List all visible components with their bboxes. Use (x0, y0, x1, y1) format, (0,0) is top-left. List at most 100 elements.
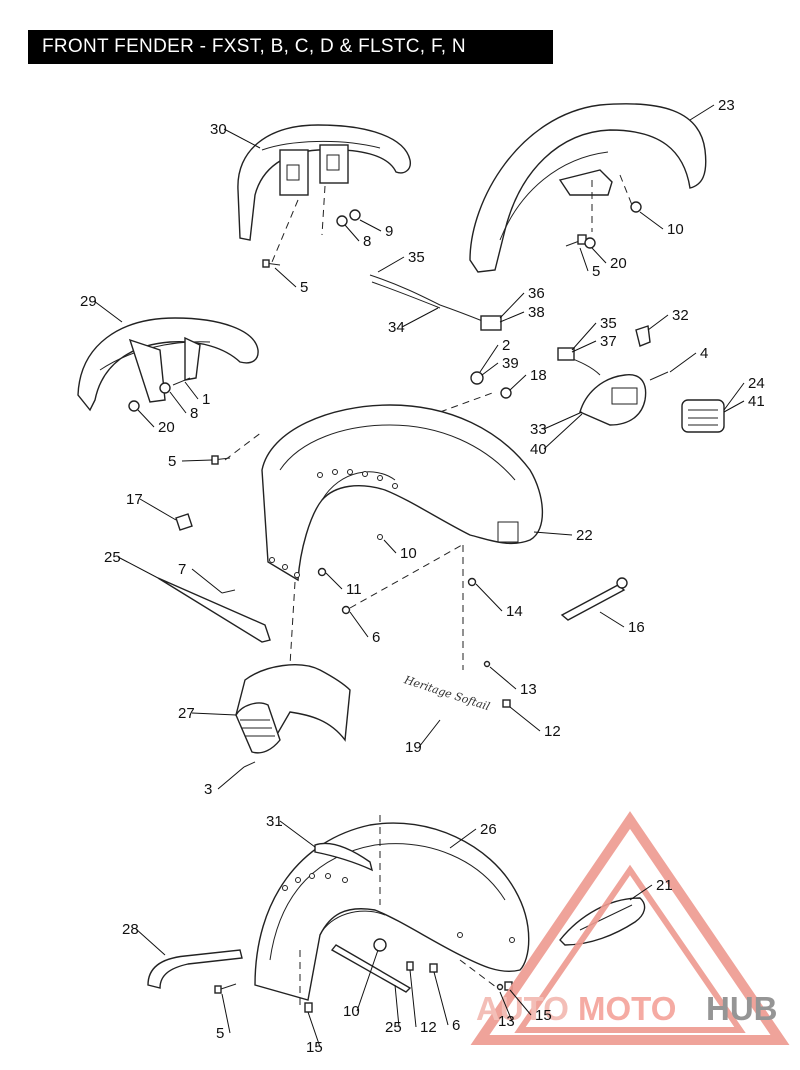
watermark-text-auto: AUTO (476, 990, 569, 1027)
callout-20: 20 (158, 419, 175, 436)
leader-line-21 (629, 884, 653, 901)
callout-14: 14 (506, 603, 523, 620)
callout-34: 34 (388, 319, 405, 336)
callout-16: 16 (628, 619, 645, 636)
leader-line-1 (184, 381, 199, 400)
leader-line-9 (359, 219, 382, 232)
leader-line-30 (223, 128, 261, 149)
leader-line-34 (401, 307, 439, 328)
plate-17 (175, 513, 193, 531)
callout-18: 18 (530, 367, 547, 384)
leader-line-7 (191, 568, 223, 594)
callout-32: 32 (672, 307, 689, 324)
callout-30: 30 (210, 121, 227, 138)
lamp-housing-33 (557, 347, 647, 426)
callout-38: 38 (528, 304, 545, 321)
leader-line-31 (279, 820, 316, 848)
screw-6-b (429, 963, 438, 973)
leader-line-18 (509, 374, 527, 391)
nut-13-a (483, 660, 491, 668)
nut-10-c (373, 938, 387, 952)
leader-line-15 (307, 1011, 321, 1048)
callout-9: 9 (385, 223, 393, 240)
leader-line-15 (509, 989, 532, 1016)
callout-5: 5 (592, 263, 600, 280)
rail-28 (147, 949, 243, 989)
bolt-5-a (262, 259, 281, 268)
clip-15-a (304, 1002, 313, 1013)
callout-27: 27 (178, 705, 195, 722)
leader-line-5 (221, 993, 231, 1034)
callout-6: 6 (372, 629, 380, 646)
rail-25-b (330, 944, 412, 993)
leader-line-13 (499, 991, 513, 1022)
leader-line-10 (383, 539, 397, 554)
callout-21: 21 (656, 877, 673, 894)
callout-19: 19 (405, 739, 422, 756)
callout-40: 40 (530, 441, 547, 458)
leader-line-23 (689, 104, 715, 121)
bolt-5-d (214, 983, 237, 994)
callout-12: 12 (544, 723, 561, 740)
callout-5: 5 (168, 453, 176, 470)
callout-10: 10 (343, 1003, 360, 1020)
callout-8: 8 (190, 405, 198, 422)
nut-11 (317, 567, 327, 577)
callout-36: 36 (528, 285, 545, 302)
callout-28: 28 (122, 921, 139, 938)
leader-line-5 (181, 459, 213, 462)
leader-line-8 (344, 224, 360, 242)
screw-4 (649, 371, 669, 381)
clip-32 (635, 325, 651, 347)
watermark-logo: AUTO MOTO HUB (470, 811, 790, 1045)
callout-10: 10 (400, 545, 417, 562)
leader-line-5 (274, 267, 297, 288)
leader-line-2 (479, 344, 499, 373)
leader-line-20 (591, 247, 607, 264)
clip-12-b (406, 961, 414, 971)
leader-line-35 (377, 256, 405, 273)
callout-6: 6 (452, 1017, 460, 1034)
leader-line-4 (669, 352, 697, 373)
callout-37: 37 (600, 333, 617, 350)
callout-15: 15 (535, 1007, 552, 1024)
leader-line-6 (349, 611, 369, 638)
grommet-2 (470, 371, 484, 385)
diagram-title: FRONT FENDER - FXST, B, C, D & FLSTC, F,… (28, 30, 553, 64)
bolt-5-c (211, 455, 231, 465)
leader-line-20 (137, 409, 155, 428)
leader-line-22 (533, 531, 573, 536)
clip-12-a (502, 699, 511, 708)
callout-20: 20 (610, 255, 627, 272)
leader-line-10 (356, 949, 379, 1012)
callout-41: 41 (748, 393, 765, 410)
leader-line-14 (475, 583, 503, 612)
watermark-text-moto: MOTO (578, 990, 676, 1027)
callout-39: 39 (502, 355, 519, 372)
callout-25: 25 (385, 1019, 402, 1036)
callout-26: 26 (480, 821, 497, 838)
callout-17: 17 (126, 491, 143, 508)
nut-9 (349, 209, 361, 221)
callout-10: 10 (667, 221, 684, 238)
leader-line-37 (571, 340, 597, 353)
callout-7: 7 (178, 561, 186, 578)
callout-24: 24 (748, 375, 765, 392)
leader-line-11 (325, 572, 343, 590)
emblem-19: Heritage Softail (402, 673, 492, 713)
fender-23 (469, 103, 707, 273)
leader-line-39 (481, 362, 499, 376)
callout-22: 22 (576, 527, 593, 544)
leader-line-8 (169, 391, 187, 414)
fender-26-holes (282, 873, 515, 943)
washer-20-b (128, 400, 140, 412)
bracket-27 (235, 664, 351, 754)
leader-line-38 (499, 311, 525, 323)
leader-line-25 (117, 556, 159, 579)
leader-line-28 (135, 928, 166, 956)
callout-5: 5 (300, 279, 308, 296)
callout-5: 5 (216, 1025, 224, 1042)
washer-8-b (159, 382, 171, 394)
